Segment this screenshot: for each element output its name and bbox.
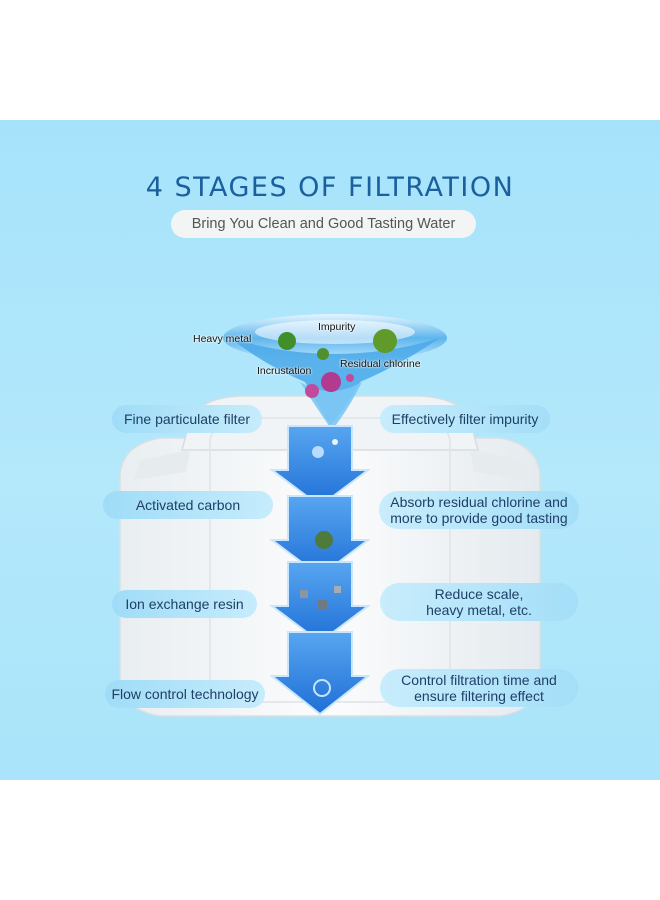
stage-3-effect: Reduce scale, heavy metal, etc. [380, 583, 578, 621]
infographic-panel: 4 STAGES OF FILTRATION Bring You Clean a… [0, 120, 660, 780]
stage-arrow-2 [269, 495, 371, 578]
stage-4-effect-line2: ensure filtering effect [414, 688, 544, 704]
impurity-label: Impurity [318, 321, 356, 333]
stage-2-name: Activated carbon [103, 491, 273, 519]
green-virus-icon [317, 348, 329, 360]
stage-arrow-3 [269, 561, 371, 644]
stage-arrow-1 [269, 425, 371, 508]
purple-virus-icon [305, 384, 319, 398]
green-virus-icon [373, 329, 397, 353]
stage-4-name: Flow control technology [105, 680, 265, 708]
purple-virus-icon [321, 372, 341, 392]
stage-2-effect-line2: more to provide good tasting [390, 510, 568, 526]
stage-3-effect-line2: heavy metal, etc. [426, 602, 532, 618]
stage-2-effect-line1: Absorb residual chlorine and [390, 494, 568, 510]
stage-3-name: Ion exchange resin [112, 590, 257, 618]
stage-1-effect: Effectively filter impurity [380, 405, 550, 433]
purple-virus-icon [346, 374, 354, 382]
subtitle-pill: Bring You Clean and Good Tasting Water [171, 210, 476, 238]
residual-chlorine-label: Residual chlorine [340, 358, 421, 370]
incrustation-label: Incrustation [257, 365, 312, 377]
stage-2-effect: Absorb residual chlorine and more to pro… [379, 491, 579, 529]
water-vortex [223, 314, 447, 430]
stage-4-effect-line1: Control filtration time and [401, 672, 557, 688]
green-virus-icon [278, 332, 296, 350]
stage-3-effect-line1: Reduce scale, [434, 586, 524, 602]
page-title: 4 STAGES OF FILTRATION [145, 172, 515, 203]
heavy-metal-label: Heavy metal [193, 333, 252, 345]
stage-4-effect: Control filtration time and ensure filte… [380, 669, 578, 707]
stage-arrow-4 [269, 631, 371, 716]
stage-1-name: Fine particulate filter [112, 405, 262, 433]
